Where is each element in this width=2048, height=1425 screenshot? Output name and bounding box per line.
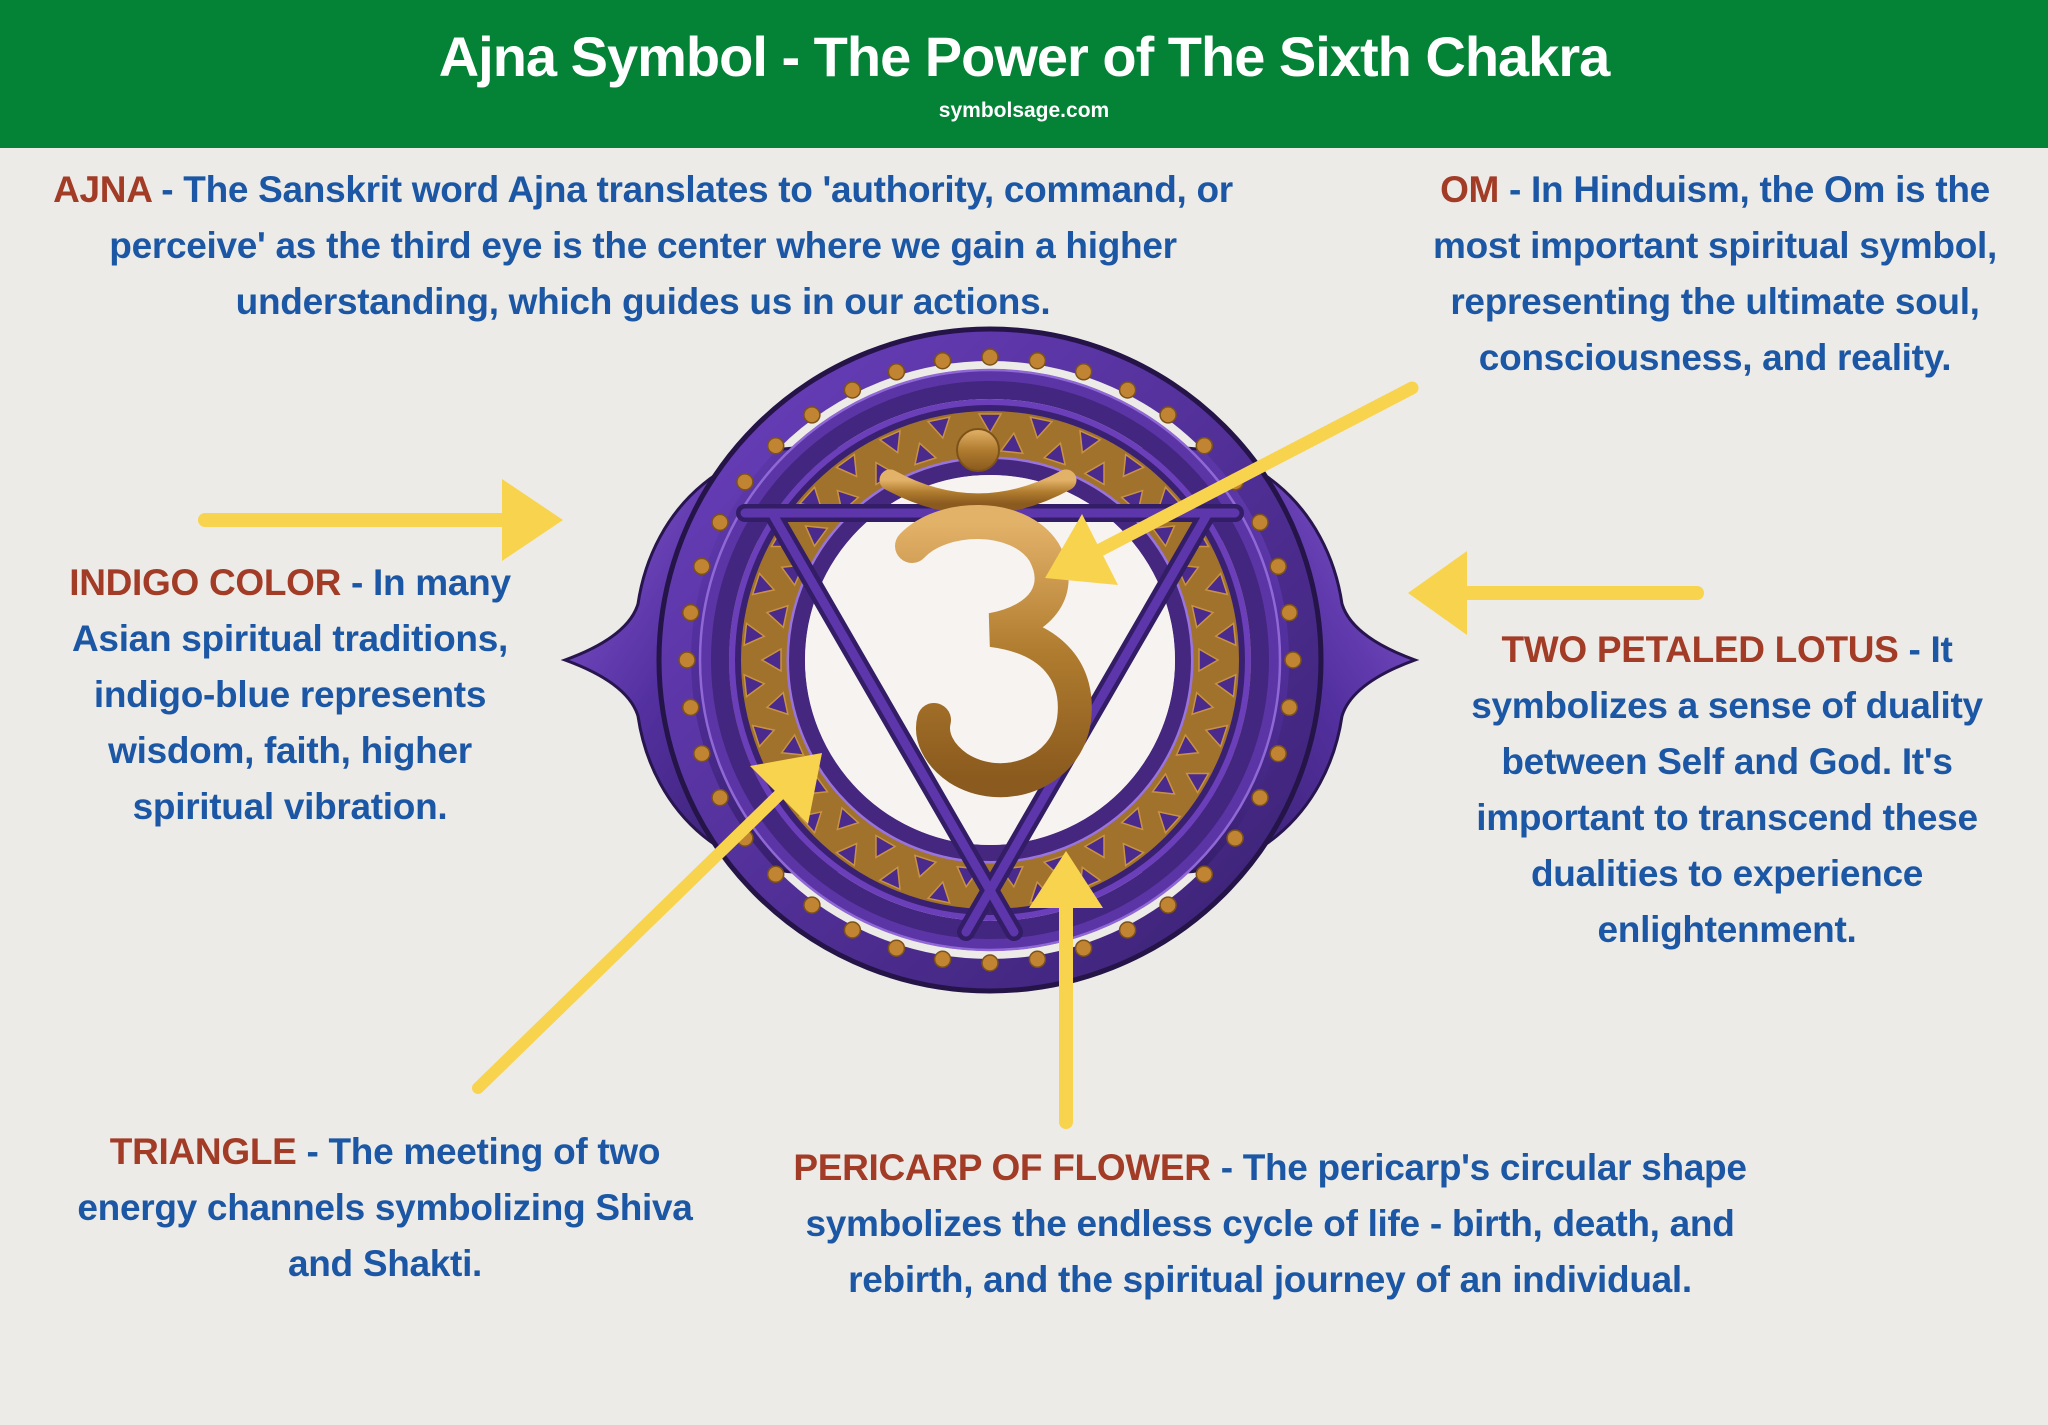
annotation-indigo-color-text: - In many Asian spiritual traditions, in… bbox=[72, 562, 511, 827]
annotation-triangle: TRIANGLE - The meeting of two energy cha… bbox=[60, 1124, 710, 1292]
annotation-two-petaled-lotus: TWO PETALED LOTUS - It symbolizes a sens… bbox=[1448, 622, 2006, 958]
annotation-ajna: AJNA - The Sanskrit word Ajna translates… bbox=[8, 162, 1278, 330]
ajna-chakra-illustration bbox=[540, 320, 1440, 1010]
annotation-indigo-color: INDIGO COLOR - In many Asian spiritual t… bbox=[50, 555, 530, 835]
annotation-indigo-color-label: INDIGO COLOR bbox=[69, 562, 342, 603]
ornament-band bbox=[743, 413, 1237, 907]
ajna-chakra-svg bbox=[563, 326, 1417, 994]
annotation-triangle-label: TRIANGLE bbox=[109, 1131, 297, 1172]
annotation-pericarp-text: - The pericarp's circular shape symboliz… bbox=[805, 1147, 1747, 1300]
annotation-triangle-text: - The meeting of two energy channels sym… bbox=[77, 1131, 693, 1284]
annotation-pericarp-label: PERICARP OF FLOWER bbox=[793, 1147, 1211, 1188]
arrow-indigo-color bbox=[198, 479, 563, 561]
annotation-om-text: - In Hinduism, the Om is the most import… bbox=[1433, 169, 1997, 378]
annotation-om-label: OM bbox=[1440, 169, 1500, 210]
om-dot bbox=[956, 428, 1000, 472]
om-symbol bbox=[879, 428, 1092, 798]
annotation-ajna-text: - The Sanskrit word Ajna translates to '… bbox=[109, 169, 1233, 322]
page-title: Ajna Symbol - The Power of The Sixth Cha… bbox=[438, 25, 1611, 88]
annotation-ajna-label: AJNA bbox=[53, 169, 152, 210]
om-crescent bbox=[879, 469, 1077, 515]
annotation-two-petaled-lotus-text: - It symbolizes a sense of duality betwe… bbox=[1471, 629, 1983, 950]
site-credit: symbolsage.com bbox=[938, 99, 1110, 122]
om-body bbox=[895, 505, 1092, 798]
header-banner: Ajna Symbol - The Power of The Sixth Cha… bbox=[0, 0, 2048, 148]
annotation-two-petaled-lotus-label: TWO PETALED LOTUS bbox=[1501, 629, 1899, 670]
annotation-pericarp: PERICARP OF FLOWER - The pericarp's circ… bbox=[775, 1140, 1765, 1308]
annotation-om: OM - In Hinduism, the Om is the most imp… bbox=[1405, 162, 2025, 386]
